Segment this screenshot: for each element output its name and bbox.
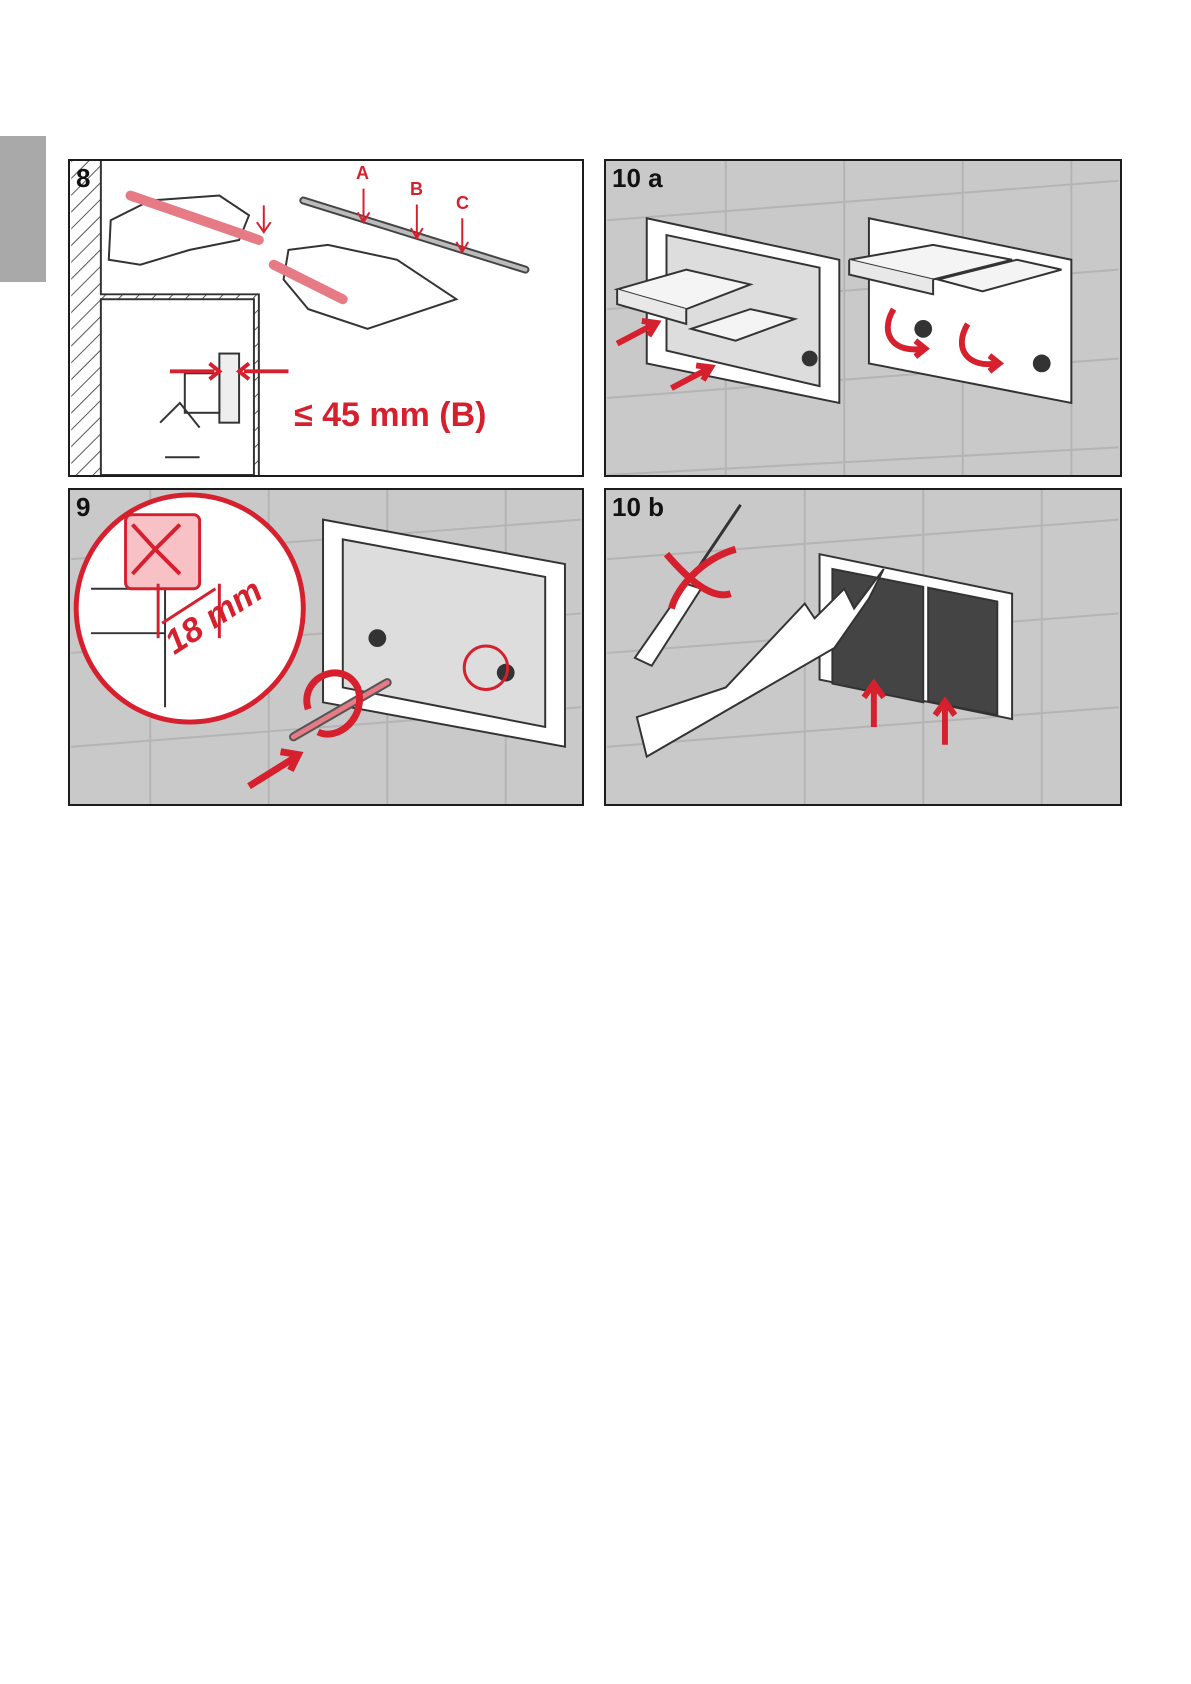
step-number: 10 a bbox=[612, 163, 663, 194]
measurement-label: ≤ 45 mm (B) bbox=[294, 396, 486, 435]
label-b: B bbox=[410, 179, 423, 200]
illustration-press-plates bbox=[606, 490, 1120, 804]
step-number: 9 bbox=[76, 492, 90, 523]
section-tab bbox=[0, 136, 46, 282]
label-a: A bbox=[356, 163, 369, 184]
figure-step-9: 9 18 mm bbox=[68, 488, 584, 806]
figure-step-10b: 10 b bbox=[604, 488, 1122, 806]
figure-step-10a: 10 a bbox=[604, 159, 1122, 477]
label-c: C bbox=[456, 193, 469, 214]
figure-step-8: 8 A B C ≤ 45 mm (B) bbox=[68, 159, 584, 477]
illustration-adjust-screw bbox=[70, 490, 582, 804]
illustration-attach-plates bbox=[606, 161, 1120, 475]
step-number: 10 b bbox=[612, 492, 664, 523]
step-number: 8 bbox=[76, 163, 90, 194]
